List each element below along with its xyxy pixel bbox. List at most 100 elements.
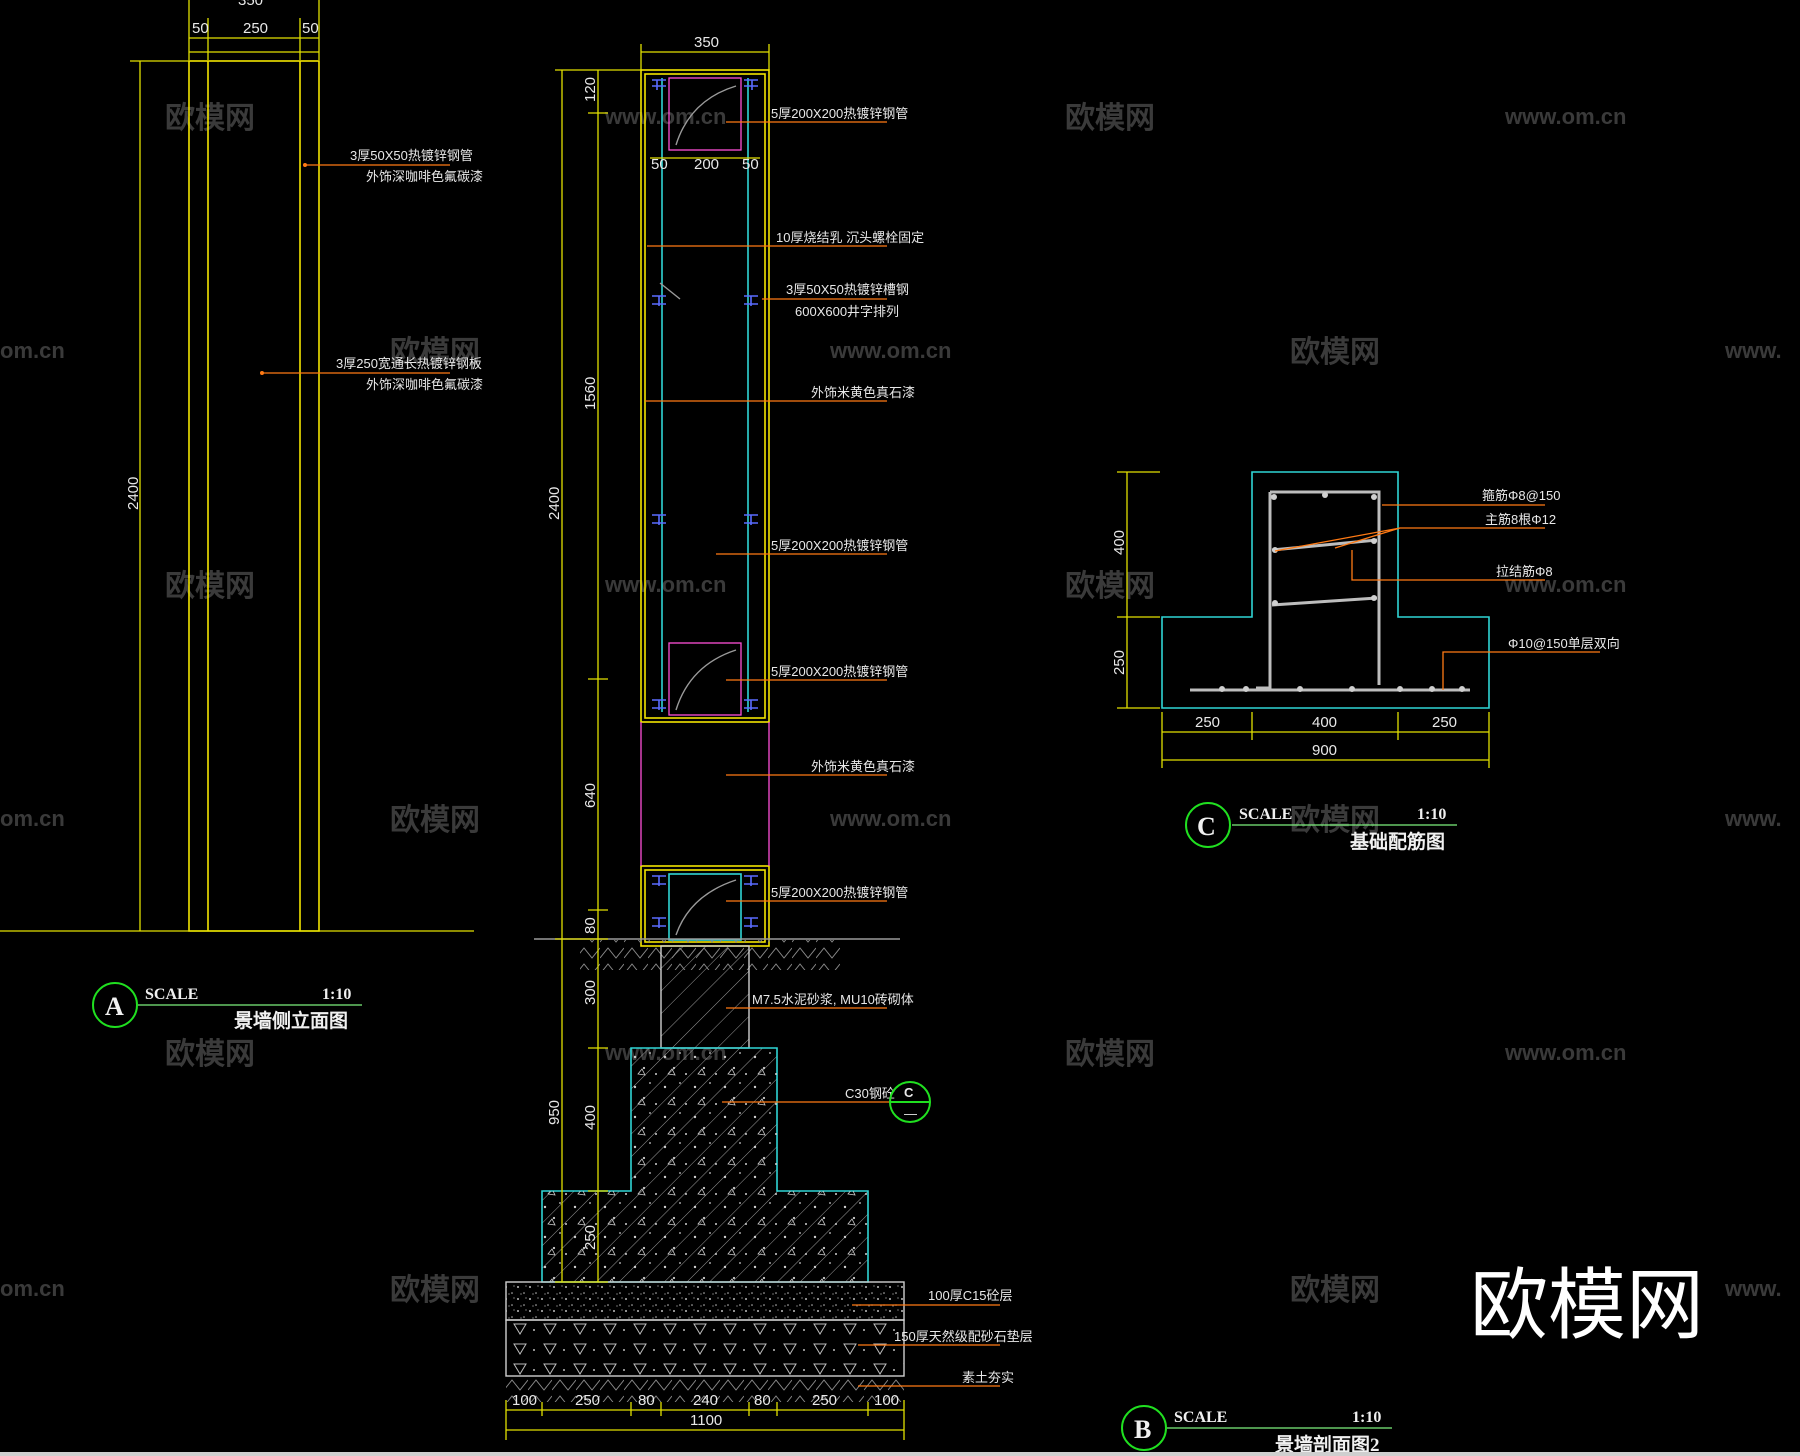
dim-label: 300	[582, 980, 599, 1005]
scale-ratio: 1:10	[1352, 1409, 1381, 1426]
dim-label: 240	[693, 1392, 718, 1409]
watermark-url: om.cn	[0, 806, 65, 831]
watermark-url: www.om.cn	[604, 572, 726, 597]
note-text: 外饰深咖啡色氟碳漆	[366, 377, 483, 392]
tie-bar	[1271, 596, 1378, 607]
site-logo: 欧模网	[1470, 1261, 1704, 1351]
note-text: 外饰米黄色真石漆	[811, 759, 915, 774]
note-text: C30钢砼	[845, 1086, 895, 1101]
dim-label: 2400	[546, 487, 563, 520]
dim-label: 50	[302, 20, 319, 37]
dim-label: 250	[575, 1392, 600, 1409]
watermark-text: 欧模网	[165, 1038, 255, 1071]
leader-line	[1274, 527, 1545, 552]
note-text: 外饰米黄色真石漆	[811, 385, 915, 400]
leader-dot	[260, 371, 264, 375]
note-text: 拉结筋Φ8	[1496, 564, 1553, 579]
watermark-text: 欧模网	[1065, 102, 1155, 135]
watermark-text: 欧模网	[1290, 1274, 1380, 1307]
watermark-text: 欧模网	[165, 102, 255, 135]
dim-label: 350	[694, 34, 719, 51]
watermark-url: www.om.cn	[1504, 104, 1626, 129]
detail-c-rebar: 400 250 250 400 250 900 箍筋Φ8@150 主筋8根Φ12…	[1111, 471, 1620, 853]
note-text: 3厚250宽通长热镀锌钢板	[336, 356, 482, 371]
dim-label: 250	[1195, 714, 1220, 731]
wall-base-outline	[640, 865, 770, 947]
wall-upper-inner	[644, 73, 766, 719]
dim-label: 1560	[582, 377, 599, 410]
watermark-url: www.om.cn	[1504, 1040, 1626, 1065]
rebar-dots	[1219, 492, 1465, 692]
tube-diagonal	[675, 879, 737, 936]
leader-line	[659, 282, 681, 300]
watermark-text: 欧模网	[1290, 804, 1380, 837]
watermark-text: 欧模网	[1065, 1038, 1155, 1071]
dim-label: 200	[694, 156, 719, 173]
dim-label: 250	[1111, 650, 1128, 675]
watermark-url: www.om.cn	[829, 806, 951, 831]
dim-label: 50	[192, 20, 209, 37]
note-text: 600X600井字排列	[795, 304, 899, 319]
watermark-url: www.om.cn	[1504, 572, 1626, 597]
steel-tube-section	[668, 642, 742, 716]
note-text: 100厚C15砼层	[928, 1288, 1013, 1303]
dim-label: 250	[582, 1225, 599, 1250]
detail-marker-letter: B	[1134, 1415, 1151, 1444]
note-text: 150厚天然级配砂石垫层	[894, 1329, 1033, 1344]
watermark-layer: 欧模网 欧模网 www.om.cn www.om.cn om.cn 欧模网 ww…	[0, 102, 1782, 1351]
drawing-title: 景墙侧立面图	[234, 1009, 348, 1032]
detail-marker-circle	[1185, 802, 1231, 848]
detail-marker-letter: A	[105, 992, 124, 1021]
drawing-title: 基础配筋图	[1349, 830, 1445, 853]
detail-marker-letter: C	[1197, 812, 1216, 841]
dim-label: 640	[582, 783, 599, 808]
note-text: 5厚200X200热镀锌钢管	[771, 664, 908, 679]
note-text: 箍筋Φ8@150	[1482, 488, 1561, 503]
dim-label: 400	[1111, 530, 1128, 555]
wall-base-inner	[644, 869, 766, 943]
dim-label: 900	[1312, 742, 1337, 759]
watermark-text: 欧模网	[390, 804, 480, 837]
steel-tube-section	[668, 77, 742, 151]
dim-label: 80	[754, 1392, 771, 1409]
watermark-text: 欧模网	[165, 570, 255, 603]
dim-label: 950	[546, 1100, 563, 1125]
dim-label: 120	[582, 77, 599, 102]
dim-label: 2400	[125, 477, 142, 510]
detail-b-section: 350	[505, 34, 1392, 1456]
note-text: 5厚200X200热镀锌钢管	[771, 885, 908, 900]
watermark-url: om.cn	[0, 1276, 65, 1301]
note-text: M7.5水泥砂浆, MU10砖砌体	[752, 992, 914, 1007]
dim-label: 250	[812, 1392, 837, 1409]
dim-label: 250	[1432, 714, 1457, 731]
scale-ratio: 1:10	[1417, 806, 1446, 823]
watermark-url: www.	[1724, 1276, 1782, 1301]
detail-marker-circle	[1121, 1405, 1167, 1451]
watermark-text: 欧模网	[390, 1274, 480, 1307]
dim-label: 80	[582, 917, 599, 934]
note-text: 10厚烧结乳 沉头螺栓固定	[776, 230, 924, 245]
scale-label: SCALE	[1239, 806, 1292, 823]
note-text: 主筋8根Φ12	[1485, 512, 1556, 527]
scale-label: SCALE	[1174, 1409, 1227, 1426]
dim-label: 80	[638, 1392, 655, 1409]
dim-label: 250	[243, 20, 268, 37]
watermark-url: om.cn	[0, 338, 65, 363]
watermark-text: 欧模网	[1290, 336, 1380, 369]
detail-a-side-elevation: 350 50 250 50 2400 3厚50X50热镀锌钢管 外饰深咖啡色氟碳…	[0, 0, 483, 1032]
brick-plinth	[660, 945, 750, 1049]
watermark-url: www.	[1724, 806, 1782, 831]
leader-line	[1351, 550, 1545, 581]
watermark-text: 欧模网	[390, 336, 480, 369]
gravel-layer	[505, 1319, 905, 1377]
dim-label: 100	[512, 1392, 537, 1409]
bottom-border	[0, 1452, 1800, 1456]
section-callout-circle	[889, 1081, 931, 1123]
dim-label: 50	[651, 156, 668, 173]
note-text: 外饰深咖啡色氟碳漆	[366, 169, 483, 184]
c15-layer	[505, 1281, 905, 1321]
compacted-soil	[506, 1376, 904, 1402]
dim-label: 1100	[690, 1412, 722, 1429]
detail-marker-circle	[92, 982, 138, 1028]
